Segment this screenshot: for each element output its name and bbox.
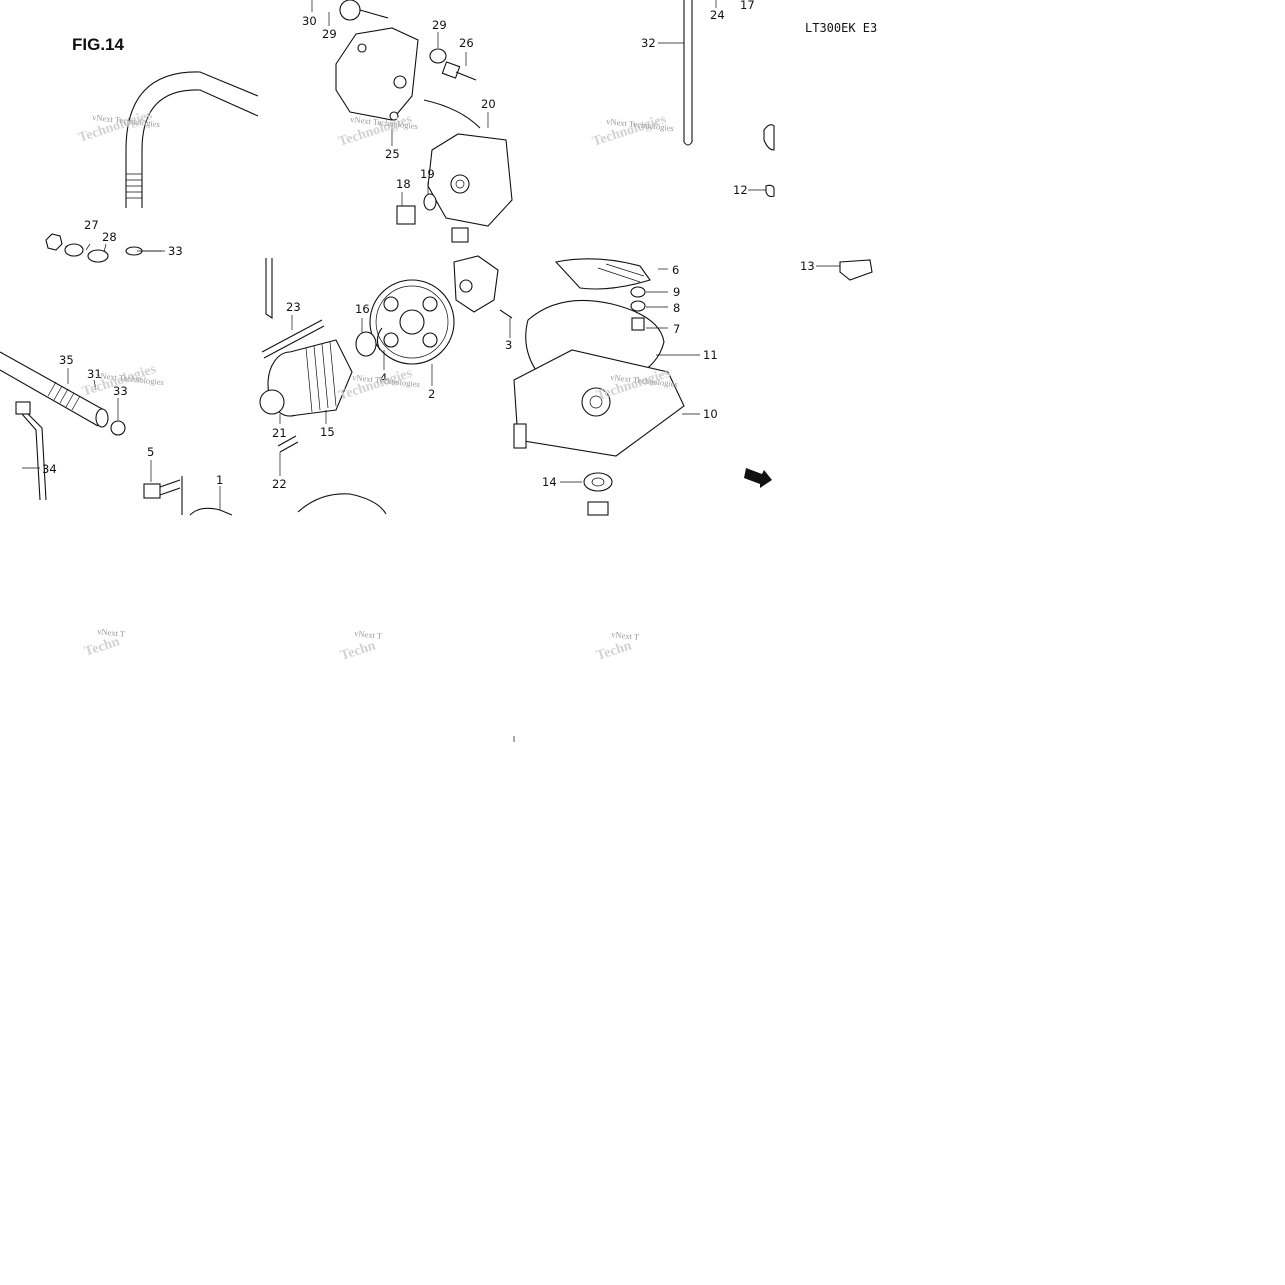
callout-33b: 33 xyxy=(113,384,128,398)
callout-12: 12 xyxy=(733,183,748,197)
stud-22 xyxy=(277,435,299,453)
washer-29-and-bolt-26 xyxy=(429,48,477,81)
callout-20: 20 xyxy=(481,97,496,111)
bolt-18-washer-19 xyxy=(396,193,437,225)
figure-title: FIG.14 xyxy=(72,35,125,54)
callout-22: 22 xyxy=(272,477,287,491)
callout-9: 9 xyxy=(673,285,680,299)
oil-filter-15 xyxy=(259,339,353,417)
fwd-arrow: FWD xyxy=(744,468,772,488)
callout-30: 30 xyxy=(302,14,317,28)
callout-29b: 29 xyxy=(432,18,447,32)
callout-16: 16 xyxy=(355,302,370,316)
callout-31: 31 xyxy=(87,367,102,381)
callout-labels: 1 2 3 4 5 6 7 8 9 10 11 12 13 14 15 16 1… xyxy=(42,0,815,491)
oil-pump-housing-25 xyxy=(335,27,419,121)
watermark-text: vNext T xyxy=(611,629,641,642)
pump-cover-20 xyxy=(423,99,513,227)
callout-2: 2 xyxy=(428,387,435,401)
oil-sump-10 xyxy=(513,349,685,457)
callout-11: 11 xyxy=(703,348,718,362)
watermark-shadow: Techn xyxy=(339,638,378,663)
stud-23 xyxy=(261,258,325,359)
callout-25: 25 xyxy=(385,147,400,161)
callout-13: 13 xyxy=(800,259,815,273)
watermark-shadow: Techn xyxy=(595,638,634,663)
callout-23: 23 xyxy=(286,300,301,314)
callout-29a: 29 xyxy=(322,27,337,41)
callout-7: 7 xyxy=(673,322,680,336)
callout-28: 28 xyxy=(102,230,117,244)
o-ring-16-circlip-4 xyxy=(355,327,383,357)
bolt-5 xyxy=(143,479,181,499)
callout-15: 15 xyxy=(320,425,335,439)
watermark-shadow: Techn xyxy=(83,634,122,659)
strainer-6 xyxy=(554,258,651,290)
dipstick-32 xyxy=(683,0,693,146)
callout-1: 1 xyxy=(216,473,223,487)
callout-27: 27 xyxy=(84,218,99,232)
leader-lines xyxy=(22,0,840,510)
breather-hose xyxy=(125,71,259,208)
fwd-label: FWD xyxy=(748,475,762,482)
callout-17: 17 xyxy=(740,0,755,12)
callout-8: 8 xyxy=(673,301,680,315)
callout-4: 4 xyxy=(380,371,387,385)
oil-level-gauge-rod xyxy=(15,401,47,501)
callout-18: 18 xyxy=(396,177,411,191)
tile-gap xyxy=(258,0,260,256)
callout-32: 32 xyxy=(641,36,656,50)
gasket-lower xyxy=(297,493,387,515)
model-code: LT300EK E3 xyxy=(805,21,877,35)
callout-24: 24 xyxy=(710,8,725,22)
callout-6: 6 xyxy=(672,263,679,277)
oil-pipe-top xyxy=(339,0,389,21)
cover-1 xyxy=(181,476,233,516)
long-breather-pipe xyxy=(0,351,126,436)
watermark-text: vNext T xyxy=(97,626,127,639)
parts-12-13 xyxy=(763,124,873,281)
pump-rotor xyxy=(451,227,513,319)
callout-26: 26 xyxy=(459,36,474,50)
callout-33a: 33 xyxy=(168,244,183,258)
callout-19: 19 xyxy=(420,167,435,181)
callout-5: 5 xyxy=(147,445,154,459)
callout-14: 14 xyxy=(542,475,557,489)
callout-3: 3 xyxy=(505,338,512,352)
watermark-text: vNext T xyxy=(354,628,384,641)
callout-21: 21 xyxy=(272,426,287,440)
callout-34: 34 xyxy=(42,462,57,476)
pump-drive-gear-2 xyxy=(369,279,455,365)
callout-35: 35 xyxy=(59,353,74,367)
callout-10: 10 xyxy=(703,407,718,421)
washers-9-8-bolt-7 xyxy=(630,286,646,331)
washer-14-drain-plug xyxy=(583,472,613,516)
watermark-partial: Techn vNext T Techn vNext T Techn vNext … xyxy=(83,626,641,664)
